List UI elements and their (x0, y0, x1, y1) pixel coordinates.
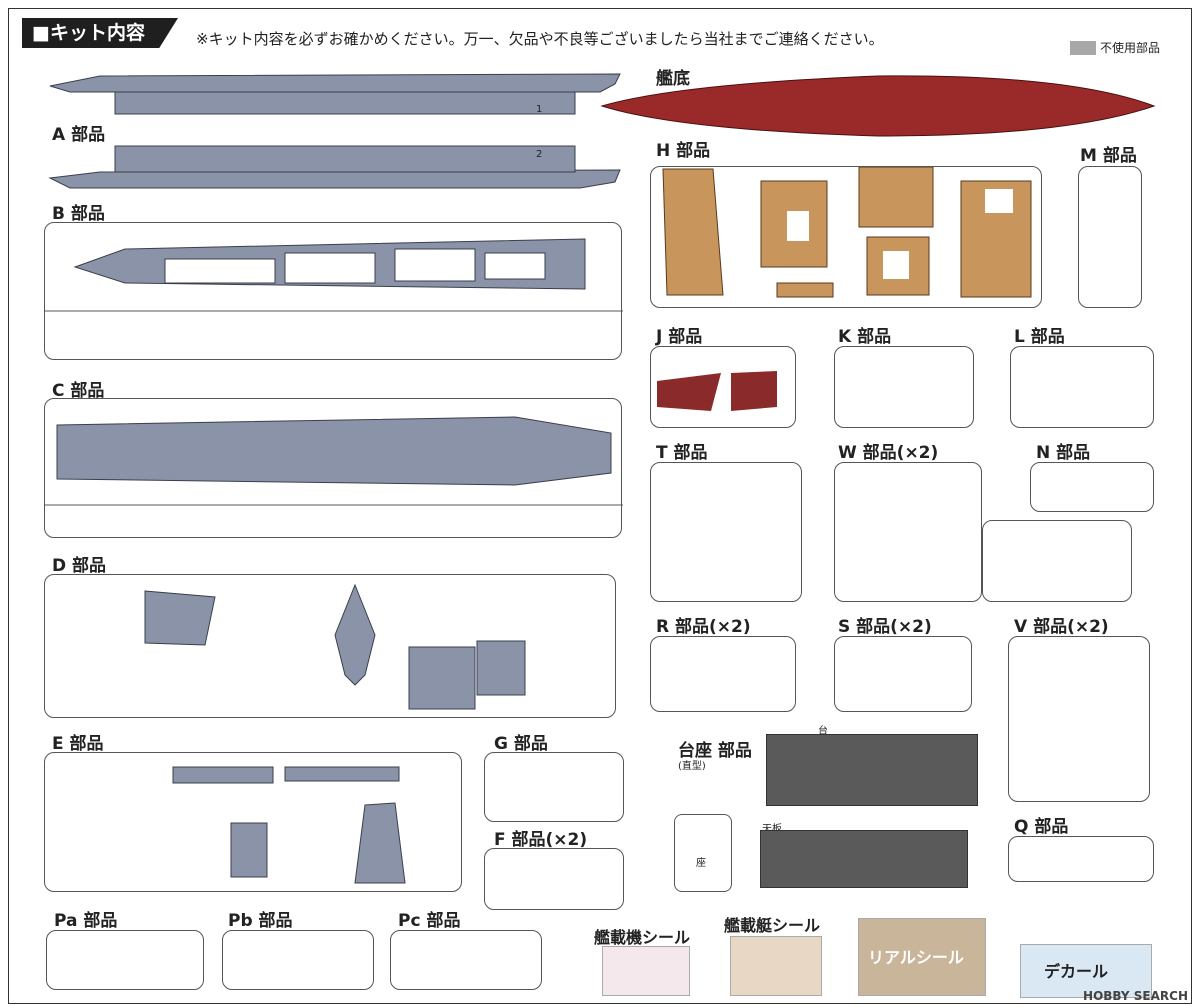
real-sticker-sheet (858, 918, 986, 996)
e-parts-runner (44, 752, 462, 892)
base-seat-runner (674, 814, 732, 892)
r-parts-runner (650, 636, 796, 712)
c-flight-deck (45, 416, 623, 506)
pa-parts-runner (46, 930, 204, 990)
m-parts-runner (1078, 166, 1142, 308)
base-subtitle: (直型) (678, 761, 706, 772)
j-parts (657, 371, 777, 411)
label-pc-parts: Pc 部品 (398, 911, 461, 931)
label-f-parts: F 部品(×2) (494, 830, 588, 850)
label-t-parts: T 部品 (656, 443, 708, 463)
decal-sheet (1020, 944, 1152, 998)
label-j-parts: J 部品 (656, 327, 703, 347)
h-parts-runner (650, 166, 1042, 308)
label-m-parts: M 部品 (1080, 146, 1137, 166)
label-l-parts: L 部品 (1014, 327, 1065, 347)
k-parts-runner (834, 346, 974, 428)
label-w-parts: W 部品(×2) (838, 443, 939, 463)
label-a-parts: A 部品 (52, 125, 106, 145)
label-r-parts: R 部品(×2) (656, 617, 751, 637)
watermark: HOBBY SEARCH (1083, 989, 1188, 1003)
a-parts-hull (48, 73, 621, 189)
l-parts-runner (1010, 346, 1154, 428)
g-parts-runner (484, 752, 624, 822)
hull-bottom (600, 75, 1156, 137)
label-v-parts: V 部品(×2) (1014, 617, 1109, 637)
real-sticker-label: リアルシール (868, 948, 964, 967)
kit-notice: ※キット内容を必ずお確かめください。万一、欠品や不良等ございましたら当社までご連… (196, 30, 884, 48)
label-h-parts: H 部品 (656, 141, 711, 161)
label-g-parts: G 部品 (494, 734, 548, 754)
aircraft-sticker-sheet (602, 946, 690, 996)
label-q-parts: Q 部品 (1014, 817, 1069, 837)
label-k-parts: K 部品 (838, 327, 892, 347)
base-plate-part (760, 830, 968, 888)
w-parts-runner-b (982, 520, 1132, 602)
label-n-parts: N 部品 (1036, 443, 1091, 463)
j-parts-runner (650, 346, 796, 428)
v-parts-runner (1008, 636, 1150, 802)
d-parts (144, 583, 526, 710)
b-parts-runner (44, 222, 623, 360)
pc-parts-runner (390, 930, 542, 990)
label-pa-parts: Pa 部品 (54, 911, 118, 931)
label-hull-bottom: 艦底 (656, 69, 690, 89)
kit-contents-title: ■キット内容 (22, 18, 178, 48)
label-base-parts: 台座 部品 (678, 741, 752, 761)
s-parts-runner (834, 636, 972, 712)
legend-label: 不使用部品 (1100, 41, 1161, 55)
label-d-parts: D 部品 (52, 556, 107, 576)
legend: 不使用部品 (1070, 39, 1160, 56)
label-e-parts: E 部品 (52, 734, 104, 754)
base-top-label: 台 (818, 726, 828, 737)
base-seat-label: 座 (696, 858, 706, 869)
base-plate-label: 天板 (762, 820, 782, 835)
aircraft-sticker-label: 艦載機シール (594, 928, 691, 947)
base-top-part (766, 734, 978, 806)
boat-sticker-label: 艦載艇シール (724, 916, 821, 935)
b-deck-frame (45, 238, 623, 312)
unused-swatch (1070, 40, 1096, 55)
boat-sticker-sheet (730, 936, 822, 996)
label-c-parts: C 部品 (52, 381, 105, 401)
e-parts (172, 766, 406, 884)
sheet-frame (8, 8, 1192, 1004)
pb-parts-runner (222, 930, 374, 990)
label-s-parts: S 部品(×2) (838, 617, 932, 637)
t-parts-runner (650, 462, 802, 602)
label-pb-parts: Pb 部品 (228, 911, 293, 931)
d-parts-runner (44, 574, 616, 718)
w-parts-runner-a (834, 462, 982, 602)
label-b-parts: B 部品 (52, 204, 105, 224)
n-parts-runner (1030, 462, 1154, 512)
q-parts-runner (1008, 836, 1154, 882)
c-parts-runner (44, 398, 623, 538)
f-parts-runner (484, 848, 624, 910)
decal-label: デカール (1044, 962, 1109, 981)
h-parts (662, 166, 1032, 298)
